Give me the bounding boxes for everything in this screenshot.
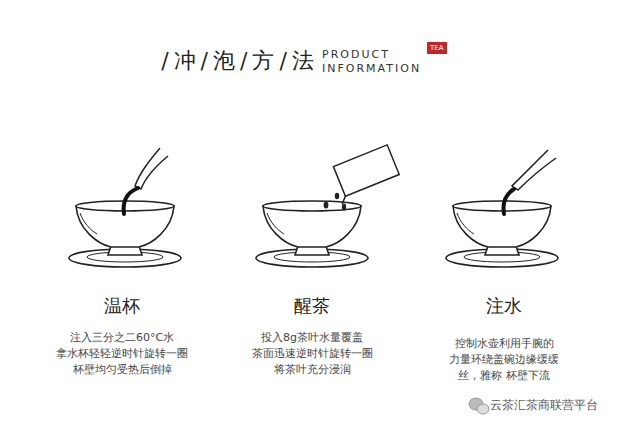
- tea-leaves: [324, 193, 347, 211]
- step-text: 控制水壶利用手腕的: [455, 336, 554, 351]
- step-text: 力量环绕盖碗边缘缓缓: [449, 352, 559, 367]
- title: /冲/泡/方/法: [161, 46, 319, 76]
- step-text: 投入8g茶叶水量覆盖: [261, 330, 363, 345]
- step-text: 注入三分之二60°C水: [70, 330, 174, 345]
- gaiwan: [256, 201, 368, 267]
- stamp: TEA: [427, 42, 447, 54]
- subtitle: PRODUCT: [322, 48, 390, 61]
- subtitle: INFORMATION: [322, 62, 421, 75]
- step-text: 将茶叶充分浸润: [274, 362, 351, 377]
- wechat-icon: [469, 398, 489, 414]
- water-stream: [124, 188, 138, 214]
- step-title: 注水: [486, 294, 522, 318]
- step-text: 杯壁均匀受热后倒掉: [73, 362, 172, 377]
- tea-packet: [328, 145, 402, 204]
- kettle-spout: [512, 150, 556, 190]
- step-text: 丝，雅称 杯壁下流: [458, 368, 550, 383]
- step-title: 温杯: [104, 294, 140, 318]
- water-stream: [503, 189, 514, 214]
- step-text: 拿水杯轻轻逆时针旋转一圈: [56, 346, 188, 361]
- step-title: 醒茶: [294, 294, 330, 318]
- kettle-spout: [135, 148, 168, 189]
- watermark: 云茶汇茶商联营平台: [490, 397, 598, 414]
- step-text: 茶面迅速逆时针旋转一圈: [252, 346, 373, 361]
